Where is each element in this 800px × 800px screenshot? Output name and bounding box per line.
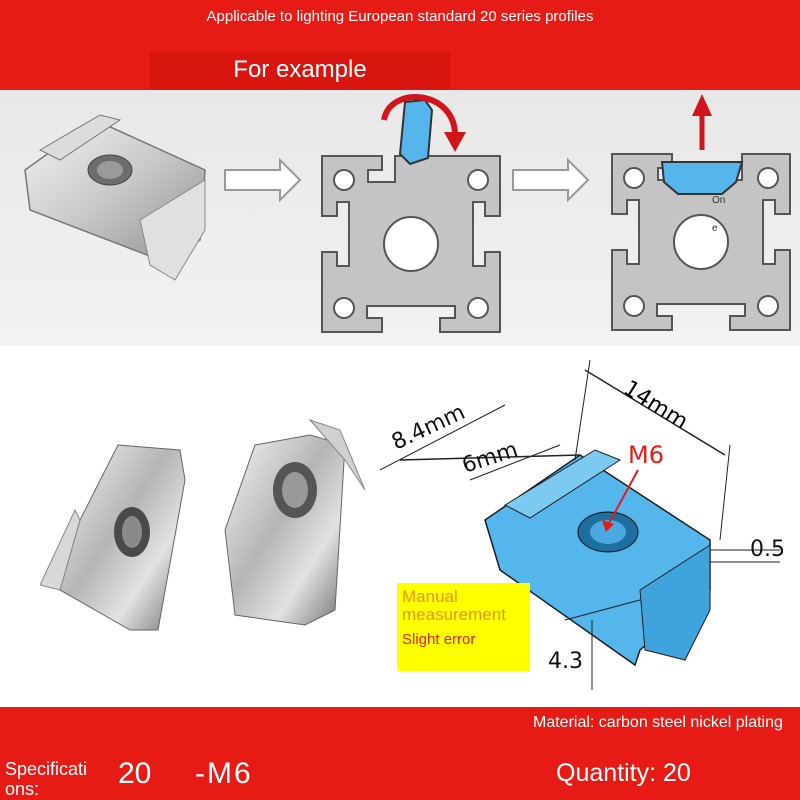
tnut-blue-part (398, 98, 434, 166)
arrow-icon (224, 157, 302, 203)
footer-spec-num: 20 (118, 757, 152, 790)
arrow-icon (512, 157, 590, 203)
product-photo (40, 418, 366, 631)
dim-lip: 0.5 (750, 537, 785, 562)
measurement-note: Manual measurement Slight error (397, 583, 530, 671)
rotate-arrow-icon (381, 94, 458, 136)
tnut-photo-left (40, 444, 186, 631)
tnut-blue-locked (660, 161, 744, 195)
footer-quantity: Quantity: 20 (556, 759, 691, 787)
footer-spec-label: Specificati ons: (5, 759, 88, 799)
installation-diagram: On e (24, 94, 791, 333)
profile-locked (611, 153, 791, 331)
profile-label-line1: On (712, 195, 725, 206)
dim-thread: M6 (628, 441, 664, 469)
footer-material: Material: carbon steel nickel plating (533, 714, 783, 731)
footer-spec-thread: -M6 (195, 757, 253, 790)
tnut-photo-right (224, 418, 366, 626)
tnut-dimension-model (484, 449, 711, 667)
note-error: Slight error (402, 631, 476, 648)
dim-height: 4.3 (548, 649, 583, 674)
profile-label-line2: e (712, 223, 718, 234)
profile-rotate-in (321, 155, 501, 333)
footer-banner: Material: carbon steel nickel plating Sp… (0, 707, 800, 800)
header-subtitle: Applicable to lighting European standard… (206, 8, 594, 25)
note-measurement: Manual measurement (402, 587, 506, 624)
dimension-drawing: 14mm 8.4mm 6mm M6 0.5 4.3 (380, 359, 785, 690)
example-label: For example (150, 52, 450, 90)
dim-width-top: 8.4mm (388, 400, 469, 456)
dim-width-overall: 14mm (619, 376, 692, 435)
header-banner: Applicable to lighting European standard… (0, 0, 800, 90)
tnut-illustration (24, 114, 206, 281)
